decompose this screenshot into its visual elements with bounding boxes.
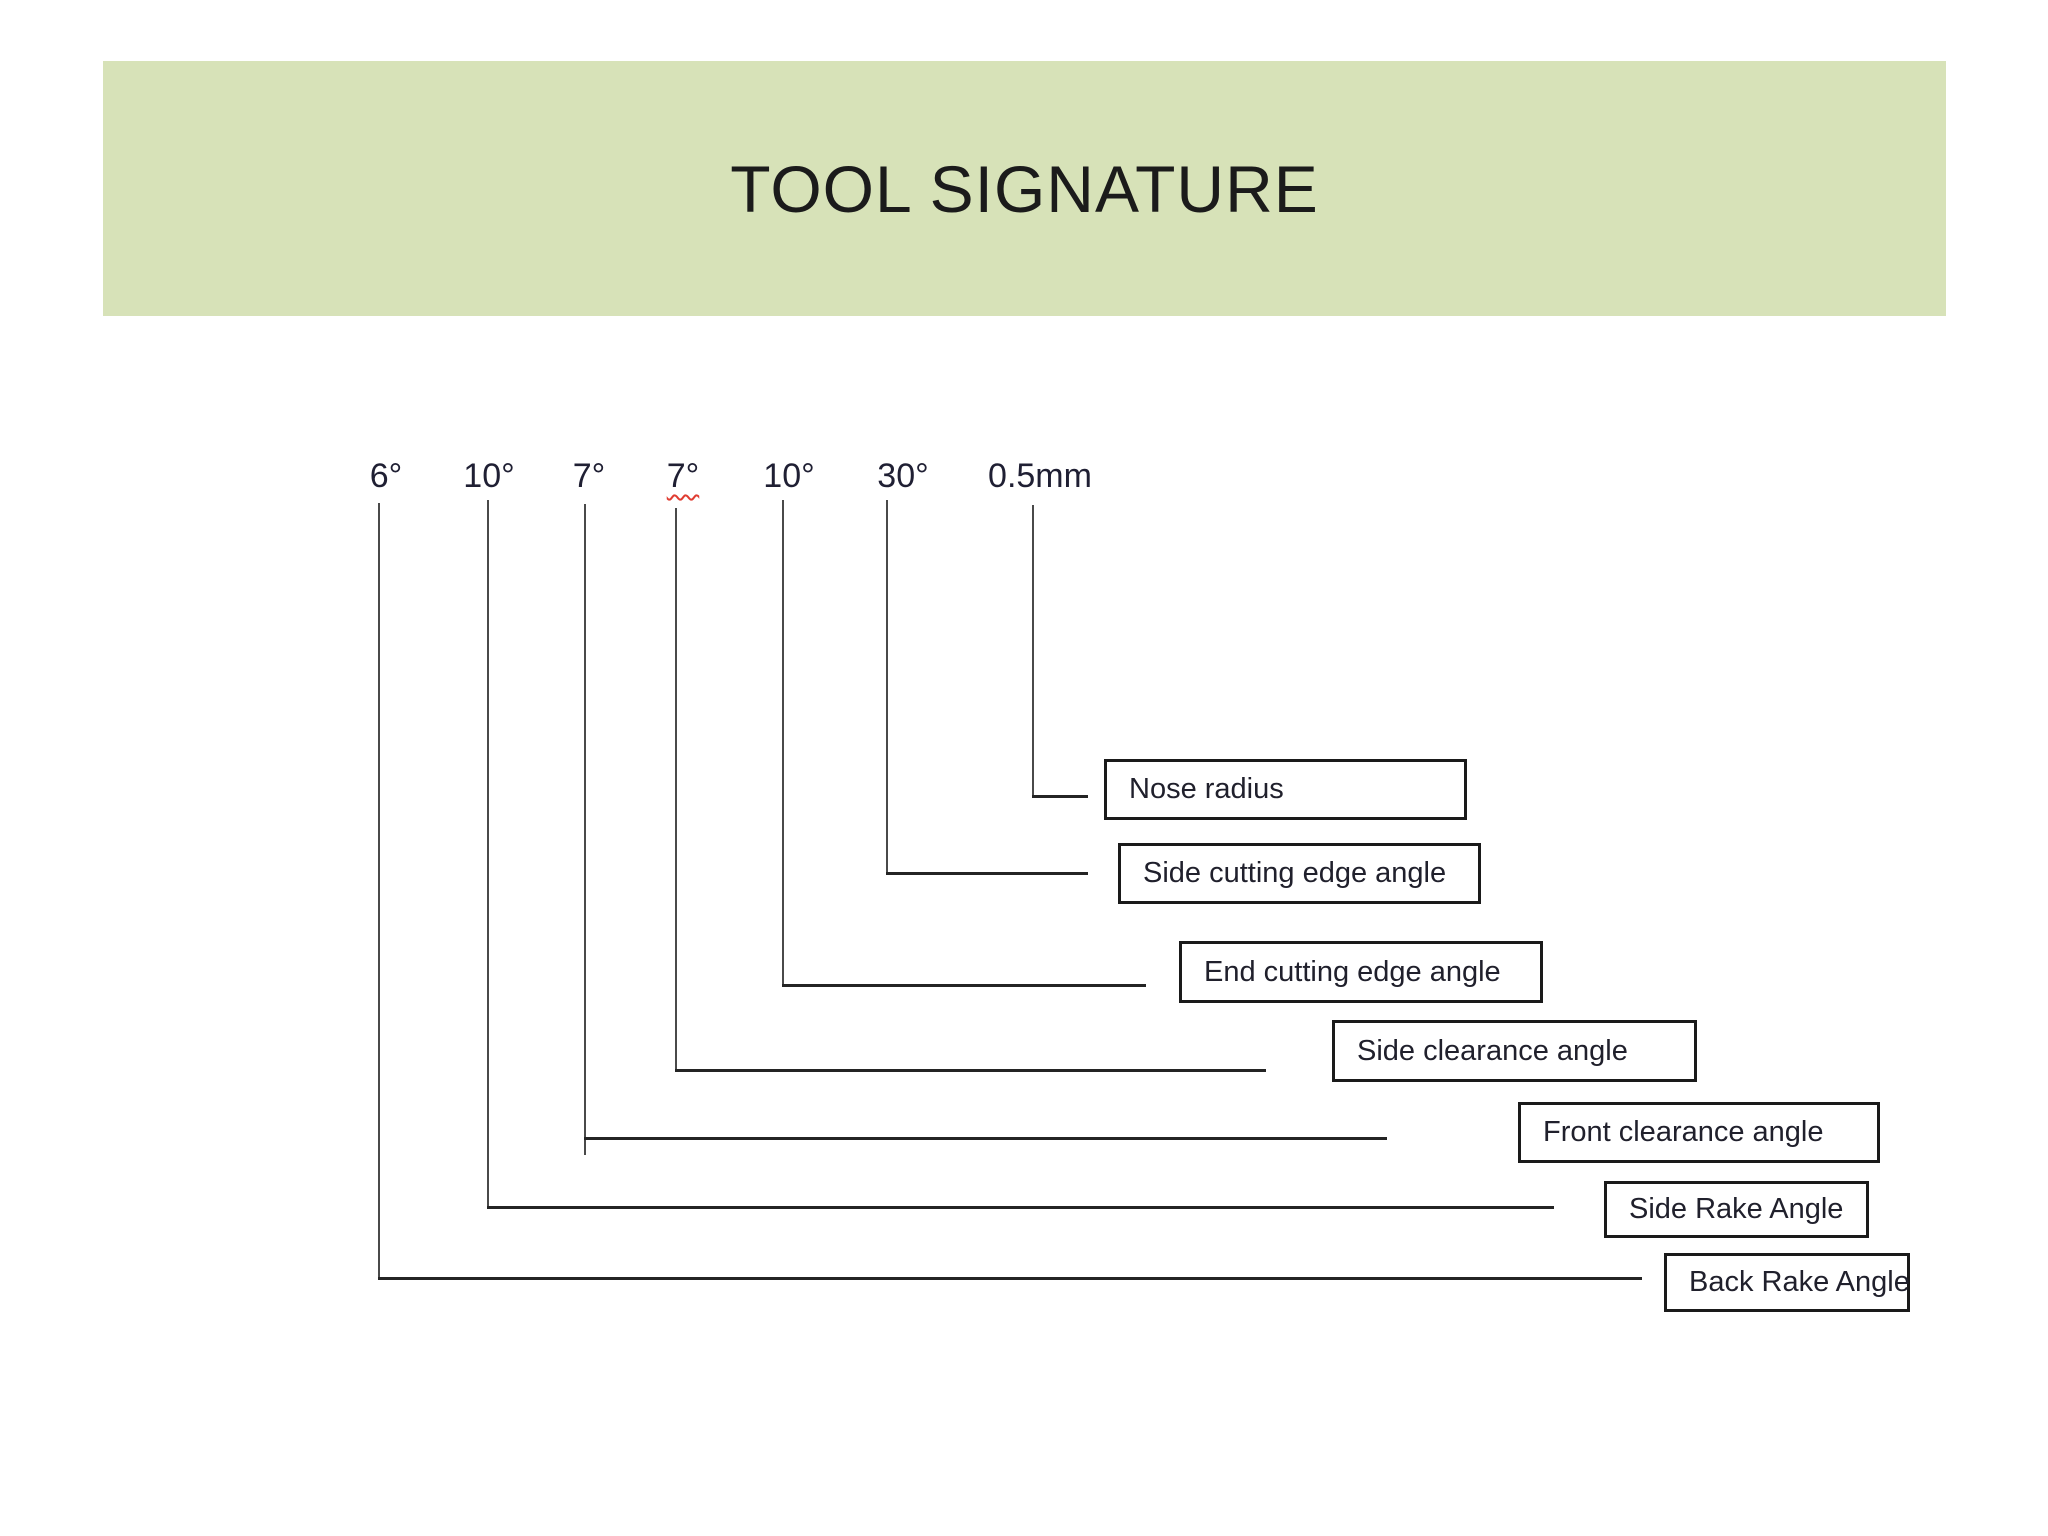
connector-hline-side-clearance [675,1069,1266,1072]
connector-vline-side-cutting [886,500,888,875]
label-side-cutting: Side cutting edge angle [1143,857,1447,889]
connector-vline-back-rake [378,503,380,1280]
label-box-back-rake: Back Rake Angle [1664,1253,1910,1312]
value-side-rake: 10° [463,457,515,495]
label-box-side-rake: Side Rake Angle [1604,1181,1869,1238]
label-side-clearance: Side clearance angle [1357,1034,1628,1067]
connector-vline-front-clearance [584,504,586,1155]
connector-vline-side-clearance [675,508,677,1072]
label-front-clearance: Front clearance angle [1543,1116,1824,1148]
label-box-end-cutting: End cutting edge angle [1179,941,1543,1003]
connector-hline-side-cutting [886,872,1088,875]
label-box-side-clearance: Side clearance angle [1332,1020,1697,1082]
connector-hline-front-clearance [584,1137,1387,1140]
value-nose-radius: 0.5mm [988,457,1092,495]
value-front-clearance: 7° [572,457,606,495]
title-band: TOOL SIGNATURE [103,61,1946,316]
label-back-rake: Back Rake Angle [1689,1266,1910,1298]
label-side-rake: Side Rake Angle [1629,1193,1844,1225]
label-box-nose-radius: Nose radius [1104,759,1467,820]
value-back-rake: 6° [369,457,403,495]
label-box-side-cutting: Side cutting edge angle [1118,843,1481,904]
label-nose-radius: Nose radius [1129,773,1284,805]
slide-title: TOOL SIGNATURE [730,151,1319,226]
connector-vline-end-cutting [782,500,784,987]
connector-hline-back-rake [378,1277,1642,1280]
connector-hline-side-rake [487,1206,1554,1209]
connector-vline-side-rake [487,500,489,1209]
connector-hline-end-cutting [782,984,1146,987]
value-side-cutting: 30° [877,457,929,495]
connector-vline-nose-radius [1032,505,1034,798]
label-end-cutting: End cutting edge angle [1204,955,1501,988]
value-side-clearance: 7° [666,457,700,495]
label-box-front-clearance: Front clearance angle [1518,1102,1880,1163]
connector-hline-nose-radius [1032,795,1088,798]
value-end-cutting: 10° [763,457,815,495]
